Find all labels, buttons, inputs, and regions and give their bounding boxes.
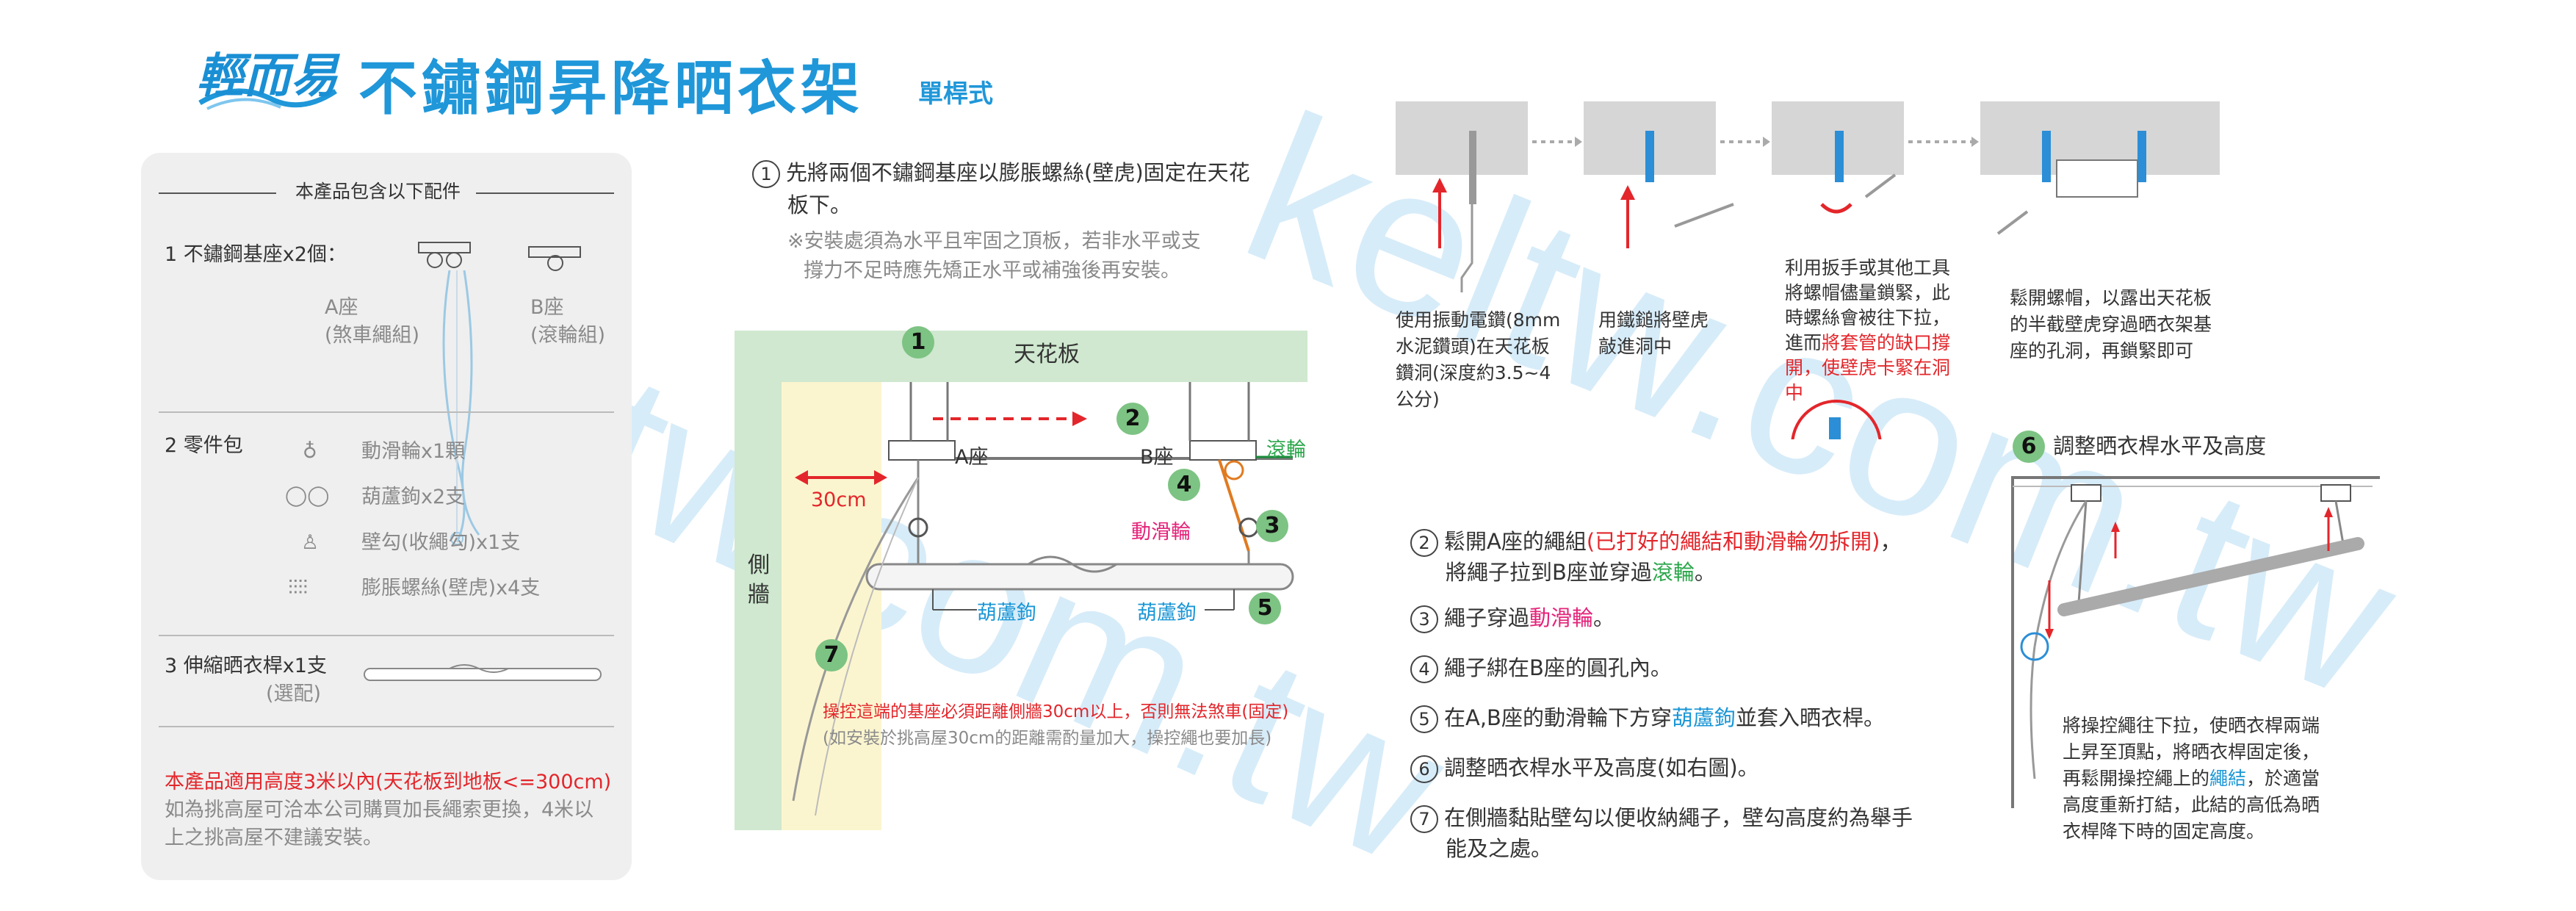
part-item-1-label: 不鏽鋼基座x2個：	[183, 243, 347, 266]
a-seat-desc: (煞車繩組)	[325, 324, 420, 347]
tall-room-note-2: 上之挑高屋不建議安裝。	[165, 827, 383, 849]
step-6-drawing	[2011, 476, 2380, 808]
part-item-2-num: 2	[165, 434, 178, 457]
step-7-line2: 能及之處。	[1446, 836, 1553, 861]
brand-logo: 輕而易	[192, 37, 339, 118]
part-wall-hook: 壁勾(收繩勾)x1支	[361, 531, 521, 554]
part-item-2: 2 零件包	[165, 432, 243, 460]
height-limit-note: 本產品適用高度3米以內(天花板到地板<=300cm)	[165, 771, 612, 793]
hook-label-1: 葫蘆鉤	[977, 602, 1036, 624]
step-6-num: 6	[2013, 431, 2045, 463]
b-seat-label: B座	[1140, 446, 1174, 469]
step-2-line2: 將繩子拉到B座並穿過滾輪。	[1446, 560, 1716, 585]
warning-red: 操控這端的基座必須距離側牆30cm以上，否則無法煞車(固定)	[823, 702, 1289, 721]
step-1-note-2: 撐力不足時應先矯正水平或補強後再安裝。	[804, 259, 1180, 282]
parts-heading: 本產品包含以下配件	[295, 181, 461, 202]
b-seat-icon	[528, 246, 581, 271]
logo-text: 輕而易	[197, 50, 338, 102]
step-1-note-1: ※安裝處須為水平且牢固之頂板，若非水平或支	[787, 230, 1201, 253]
drill-caption-4: 鬆開螺帽，以露出天花板的半截壁虎穿過晒衣架基座的孔洞，再鎖緊即可	[2010, 287, 2212, 361]
drill-sequence-drawing	[1432, 131, 2146, 439]
diagram-num-1: 1	[902, 326, 934, 359]
a-seat-name: A座	[325, 296, 358, 319]
logo-swoosh-icon	[198, 88, 337, 110]
part-item-2-label: 零件包	[183, 434, 243, 457]
step-6-desc: 將操控繩往下拉，使晒衣桿兩端 上昇至頂點，將晒衣桿固定後， 再鬆開操控繩上的繩結…	[2063, 715, 2320, 842]
step-1-line2: 板下。	[787, 192, 852, 217]
part-item-3-label: 伸縮晒衣桿x1支	[183, 655, 327, 677]
part-item-3-note: (選配)	[266, 683, 322, 705]
telescopic-pole-icon	[364, 664, 602, 681]
rope-bundle-icon	[442, 270, 480, 545]
part-item-1: 1 不鏽鋼基座x2個：	[165, 241, 347, 269]
diagram-num-2: 2	[1116, 403, 1149, 435]
hook-label-2: 葫蘆鉤	[1137, 602, 1197, 624]
step-1-num: 1	[752, 160, 780, 188]
tall-room-note-1: 如為挑高屋可洽本公司購買加長繩索更換，4米以	[165, 799, 594, 821]
page-title: 不鏽鋼昇降晒衣架	[358, 54, 864, 123]
page-subtitle: 單桿式	[918, 79, 993, 109]
a-seat-label: A座	[955, 446, 989, 469]
a-seat-icon	[418, 242, 471, 268]
diagram-num-3: 3	[1256, 510, 1288, 542]
b-seat-desc: (滾輪組)	[530, 324, 606, 347]
diagram-drawing	[792, 382, 1294, 816]
part-hooks: 葫蘆鉤x2支	[361, 486, 466, 508]
diagram-num-4: 4	[1168, 469, 1200, 501]
warning-gray: (如安裝於挑高屋30cm的距離需酌量加大，操控繩也要加長)	[823, 729, 1272, 748]
diagram-num-7: 7	[815, 639, 848, 671]
ceiling-label: 天花板	[1014, 342, 1080, 367]
install-diagram: 天花板 側牆 1 2 3 4 5 7 A座 B座 滾輪 動滑輪 葫蘆鉤	[735, 326, 1307, 830]
part-pulley: 動滑輪x1顆	[361, 440, 466, 463]
step-6-title: 調整晒衣桿水平及高度	[2053, 433, 2267, 458]
step-6-heading: 6 調整晒衣桿水平及高度	[2013, 431, 2266, 463]
pulley-label: 動滑輪	[1131, 521, 1191, 544]
wall-hook-icon: ♙	[301, 531, 320, 554]
part-item-3-num: 3	[165, 655, 178, 677]
part-item-3: 3 伸縮晒衣桿x1支	[165, 652, 327, 680]
hook-icon: ◯◯	[285, 484, 330, 507]
anchor-bolt-icon: ⫶⫶⫶⫶	[288, 577, 308, 599]
pulley-icon: ♁	[303, 440, 317, 463]
part-item-1-num: 1	[165, 243, 178, 266]
roller-label: 滾輪	[1266, 439, 1306, 461]
distance-label: 30cm	[811, 489, 867, 511]
b-seat-name: B座	[530, 296, 564, 319]
wall-label: 側牆	[748, 552, 770, 608]
part-anchors: 膨脹螺絲(壁虎)x4支	[361, 577, 541, 599]
drill-caption-3: 利用扳手或其他工具將螺帽儘量鎖緊，此時螺絲會被往下拉， 進而將套管的缺口撐 開，…	[1785, 257, 1951, 403]
parts-panel: 本產品包含以下配件 1 不鏽鋼基座x2個： A座 (煞車繩組) B座 (滾輪組)…	[141, 153, 632, 880]
diagram-num-5: 5	[1249, 592, 1281, 624]
drill-caption-2: 用鐵鎚將壁虎敲進洞中	[1598, 309, 1709, 357]
step-1-line1: 先將兩個不鏽鋼基座以膨脹螺絲(壁虎)固定在天花	[786, 160, 1250, 185]
